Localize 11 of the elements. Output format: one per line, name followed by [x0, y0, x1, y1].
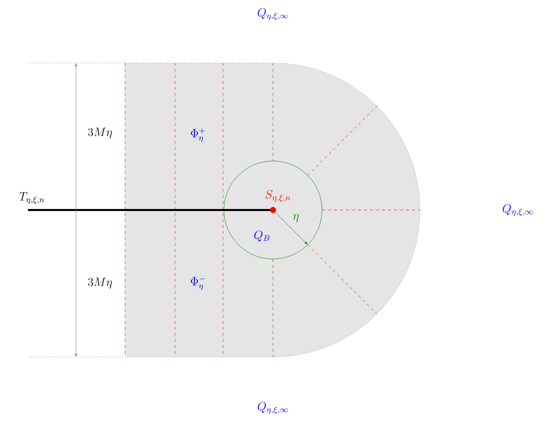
radius-label: $\eta$: [293, 214, 299, 222]
region-label: $\Phi_{\eta}^{+}$: [190, 128, 205, 142]
region-label: $Q_{\eta,\xi,\infty}$: [258, 8, 288, 20]
dimension-label: $3M\eta$: [88, 128, 112, 138]
region-label: $\Phi_{\eta}^{-}$: [190, 277, 205, 290]
region-label: $Q_{\eta,\xi,\infty}$: [258, 402, 288, 414]
region-label: $Q_B$: [254, 230, 270, 242]
segment-label: $T_{\eta,\xi,n}$: [19, 192, 44, 204]
point-label: $S_{\eta,\xi,n}$: [266, 190, 290, 202]
dimension-label: $3M\eta$: [88, 278, 112, 288]
region-label: $Q_{\eta,\xi,\infty}$: [502, 204, 533, 216]
